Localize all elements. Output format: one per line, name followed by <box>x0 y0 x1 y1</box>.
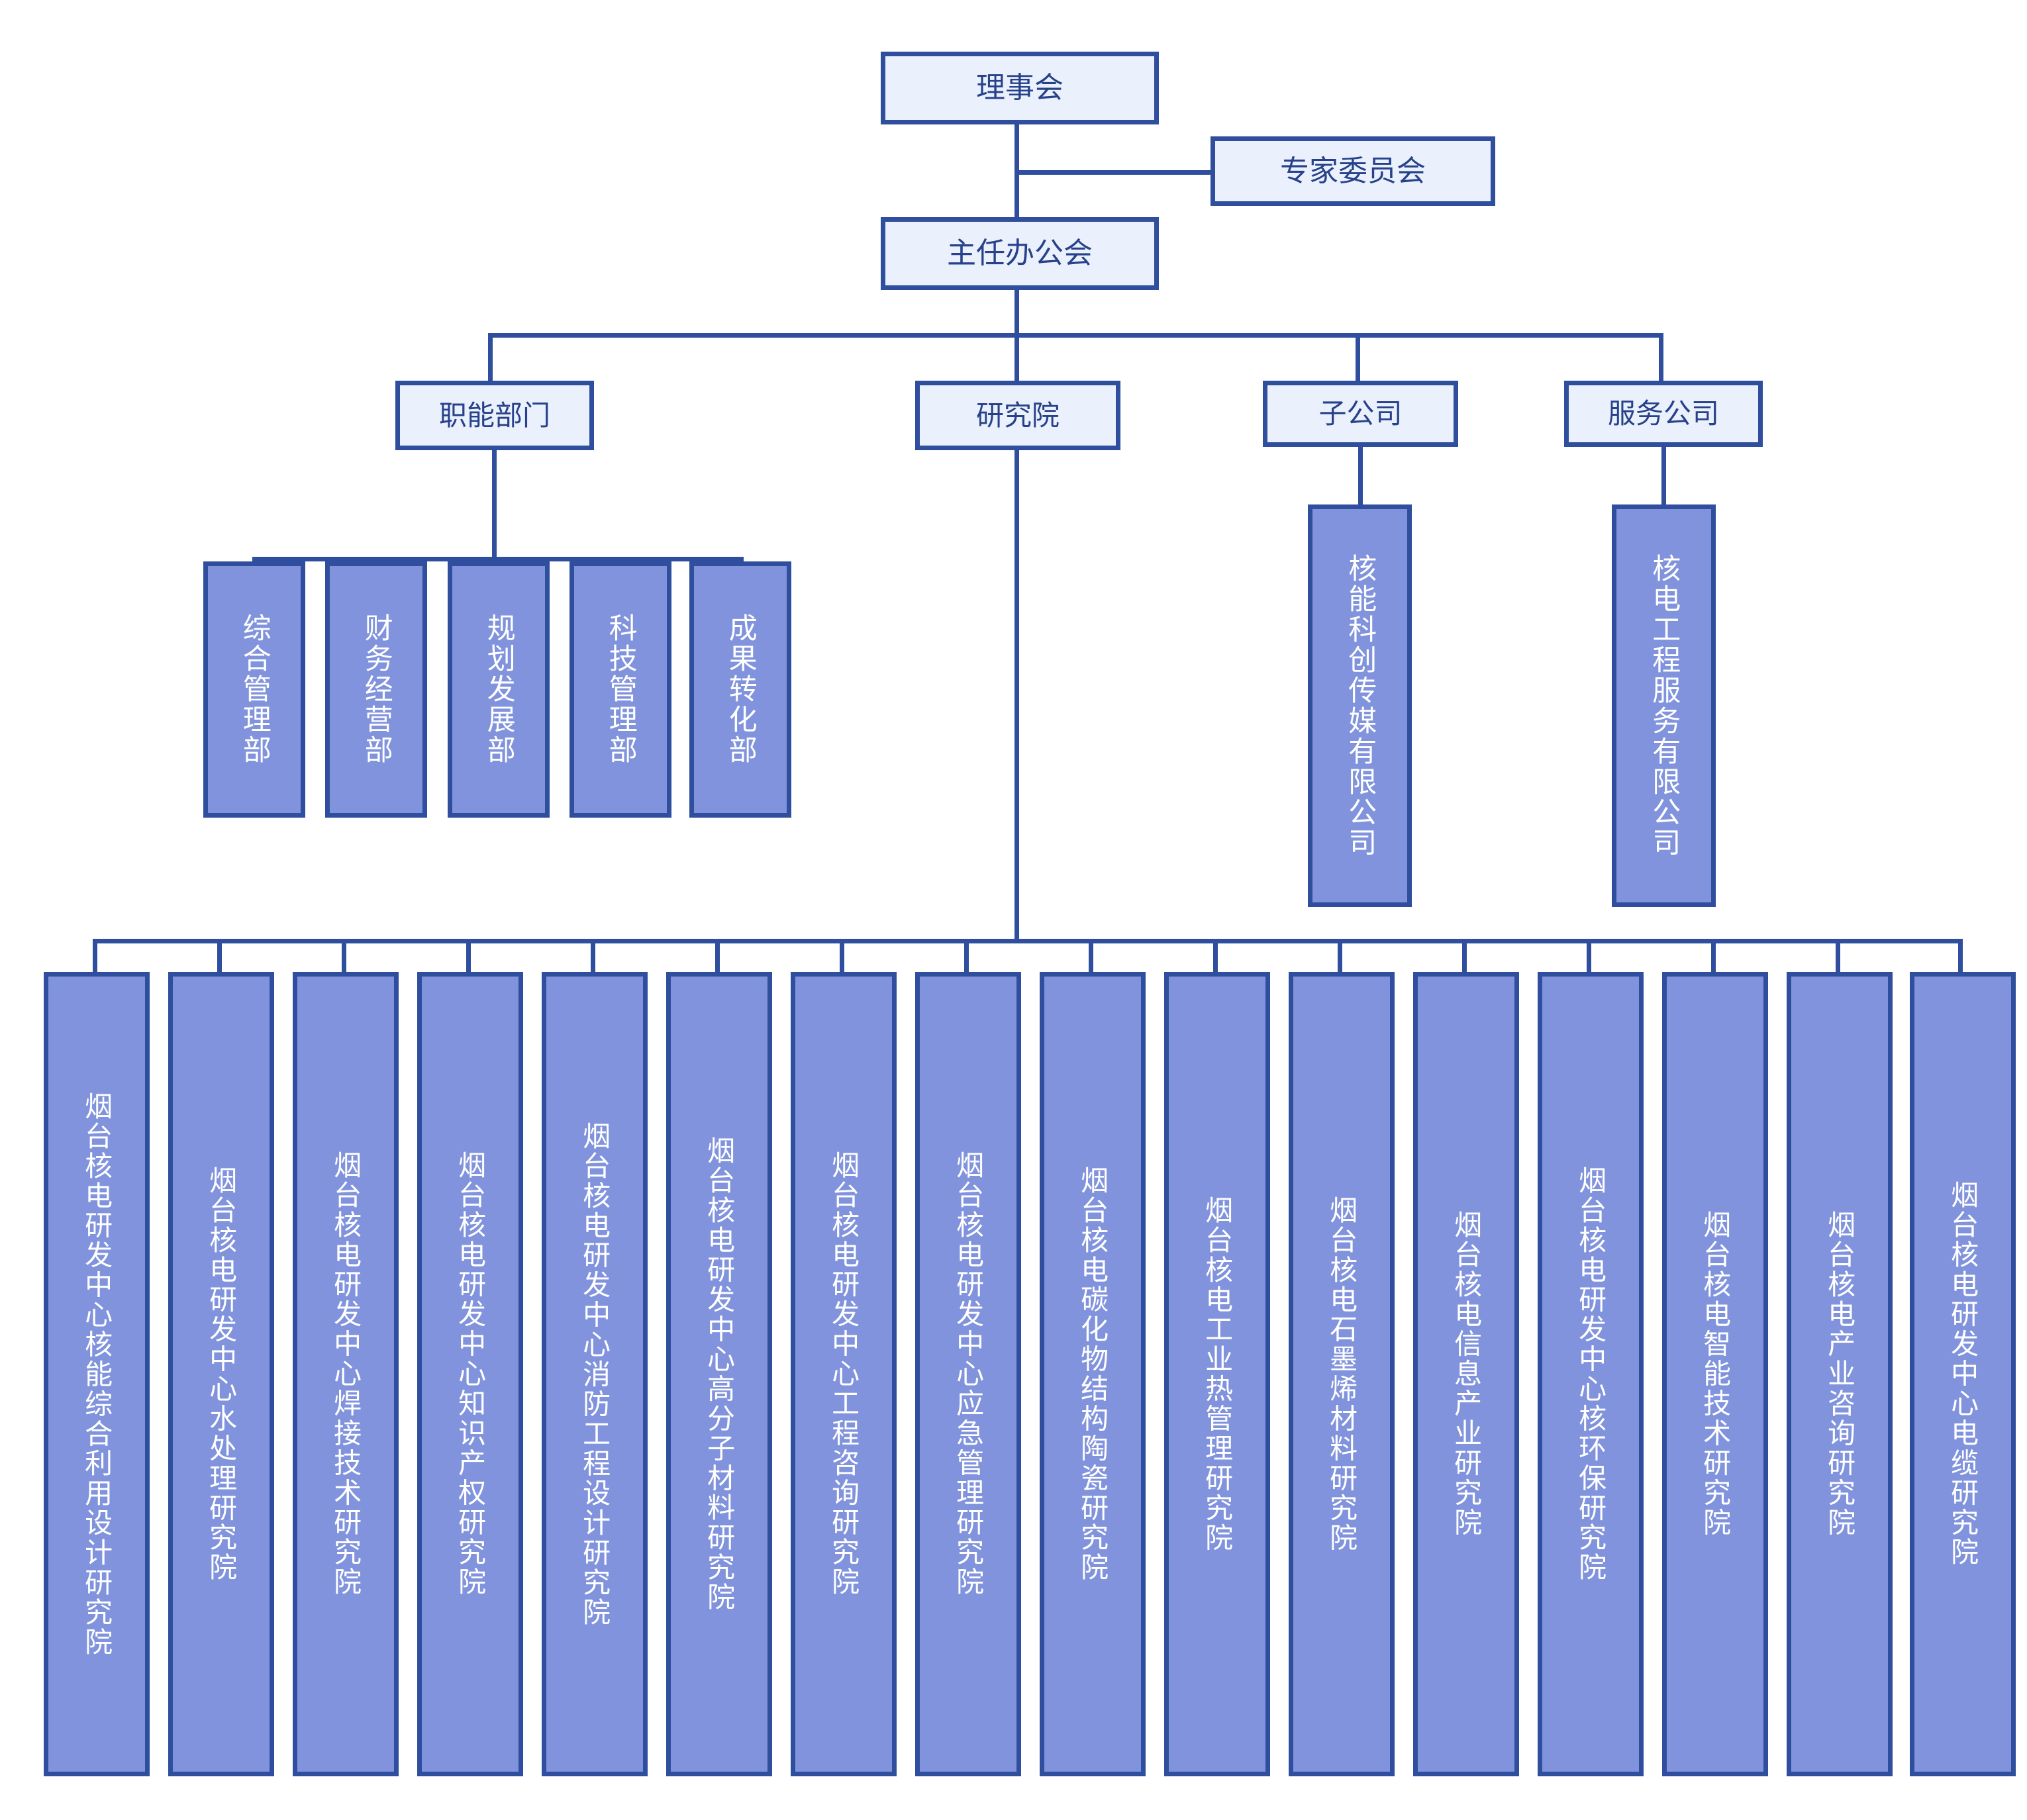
node-subsidiary-nuclear-media[interactable]: 核能科创传媒有限公司 <box>1308 504 1412 907</box>
node-label: 烟台核电研发中心工程咨询研究院 <box>828 1151 860 1598</box>
connector-level3-bus <box>488 333 1663 338</box>
node-department-science-technology-management[interactable]: 科技管理部 <box>569 561 671 818</box>
node-institute-intelligent-technology[interactable]: 烟台核电智能技术研究院 <box>1662 972 1768 1776</box>
node-label: 烟台核电石墨烯材料研究院 <box>1326 1195 1358 1553</box>
node-institute-fire-engineering-design[interactable]: 烟台核电研发中心消防工程设计研究院 <box>542 972 648 1776</box>
connector-drop-to-functional <box>488 333 493 384</box>
node-institute-industry-consulting[interactable]: 烟台核电产业咨询研究院 <box>1787 972 1893 1776</box>
node-division-service-company[interactable]: 服务公司 <box>1564 381 1763 447</box>
node-label: 烟台核电智能技术研究院 <box>1699 1210 1731 1538</box>
node-division-subsidiary[interactable]: 子公司 <box>1263 381 1458 447</box>
node-label: 烟台核电研发中心电缆研究院 <box>1947 1180 1979 1568</box>
node-institute-water-treatment[interactable]: 烟台核电研发中心水处理研究院 <box>168 972 274 1776</box>
connector-institutes-bus <box>93 939 1963 943</box>
node-label: 烟台核电研发中心消防工程设计研究院 <box>579 1121 611 1627</box>
node-department-general-management[interactable]: 综合管理部 <box>203 561 305 818</box>
node-institute-engineering-consulting[interactable]: 烟台核电研发中心工程咨询研究院 <box>791 972 897 1776</box>
node-department-planning-development[interactable]: 规划发展部 <box>448 561 550 818</box>
node-label: 研究院 <box>975 399 1060 431</box>
node-service-nuclear-engineering[interactable]: 核电工程服务有限公司 <box>1612 504 1716 907</box>
node-label: 烟台核电研发中心核环保研究院 <box>1575 1165 1607 1583</box>
node-label: 烟台核电研发中心应急管理研究院 <box>952 1151 984 1598</box>
node-institute-nuclear-environmental-protection[interactable]: 烟台核电研发中心核环保研究院 <box>1538 972 1644 1776</box>
node-institute-information-industry[interactable]: 烟台核电信息产业研究院 <box>1413 972 1519 1776</box>
node-label: 烟台核电研发中心焊接技术研究院 <box>330 1151 362 1598</box>
node-board-of-directors[interactable]: 理事会 <box>881 52 1159 124</box>
node-label: 烟台核电碳化物结构陶瓷研究院 <box>1077 1165 1109 1583</box>
node-institute-intellectual-property[interactable]: 烟台核电研发中心知识产权研究院 <box>417 972 523 1776</box>
node-department-finance-operations[interactable]: 财务经营部 <box>325 561 427 818</box>
node-label: 成果转化部 <box>724 613 757 766</box>
node-director-office-meeting[interactable]: 主任办公会 <box>881 217 1159 290</box>
node-label: 烟台核电研发中心高分子材料研究院 <box>703 1135 735 1613</box>
node-label: 科技管理部 <box>605 613 637 766</box>
connector-executive-stem <box>1014 290 1019 338</box>
connector-drop-to-institute-div <box>1014 333 1019 384</box>
node-institute-comprehensive-nuclear-utilization-design[interactable]: 烟台核电研发中心核能综合利用设计研究院 <box>44 972 150 1776</box>
node-label: 烟台核电研发中心核能综合利用设计研究院 <box>81 1091 113 1657</box>
node-institute-graphene-materials[interactable]: 烟台核电石墨烯材料研究院 <box>1289 972 1395 1776</box>
node-division-research-institute[interactable]: 研究院 <box>915 381 1120 450</box>
node-label: 烟台核电产业咨询研究院 <box>1824 1210 1855 1538</box>
node-institute-carbide-structural-ceramics[interactable]: 烟台核电碳化物结构陶瓷研究院 <box>1040 972 1146 1776</box>
node-institute-industrial-thermal-management[interactable]: 烟台核电工业热管理研究院 <box>1164 972 1270 1776</box>
node-label: 烟台核电研发中心知识产权研究院 <box>454 1151 486 1598</box>
connector-drop-to-subsidiary <box>1356 333 1360 384</box>
node-label: 烟台核电信息产业研究院 <box>1450 1210 1482 1538</box>
node-label: 烟台核电工业热管理研究院 <box>1201 1195 1233 1553</box>
connector-subsidiary-stem <box>1358 447 1363 506</box>
node-label: 服务公司 <box>1607 398 1719 430</box>
node-label: 子公司 <box>1318 398 1403 430</box>
node-label: 烟台核电研发中心水处理研究院 <box>205 1165 237 1583</box>
node-label: 核电工程服务有限公司 <box>1648 553 1680 859</box>
node-label: 财务经营部 <box>360 613 393 766</box>
node-label: 理事会 <box>976 72 1063 105</box>
connector-service-stem <box>1661 447 1666 506</box>
node-label: 职能部门 <box>438 399 550 431</box>
node-department-achievement-transformation[interactable]: 成果转化部 <box>689 561 791 818</box>
node-label: 专家委员会 <box>1280 154 1426 187</box>
node-label: 综合管理部 <box>238 613 271 766</box>
node-institute-cable[interactable]: 烟台核电研发中心电缆研究院 <box>1910 972 2016 1776</box>
node-label: 主任办公会 <box>947 237 1093 270</box>
node-label: 规划发展部 <box>483 613 515 766</box>
connector-drop-to-service <box>1659 333 1663 384</box>
node-institute-polymer-materials[interactable]: 烟台核电研发中心高分子材料研究院 <box>666 972 772 1776</box>
connector-board-to-advisory <box>1014 170 1213 175</box>
connector-functional-stem <box>492 450 497 561</box>
node-label: 核能科创传媒有限公司 <box>1344 553 1376 859</box>
node-institute-welding-technology[interactable]: 烟台核电研发中心焊接技术研究院 <box>293 972 399 1776</box>
connector-research-institute-trunk <box>1014 450 1019 943</box>
node-division-functional[interactable]: 职能部门 <box>395 381 594 450</box>
node-expert-committee[interactable]: 专家委员会 <box>1211 136 1495 206</box>
node-institute-emergency-management[interactable]: 烟台核电研发中心应急管理研究院 <box>915 972 1021 1776</box>
